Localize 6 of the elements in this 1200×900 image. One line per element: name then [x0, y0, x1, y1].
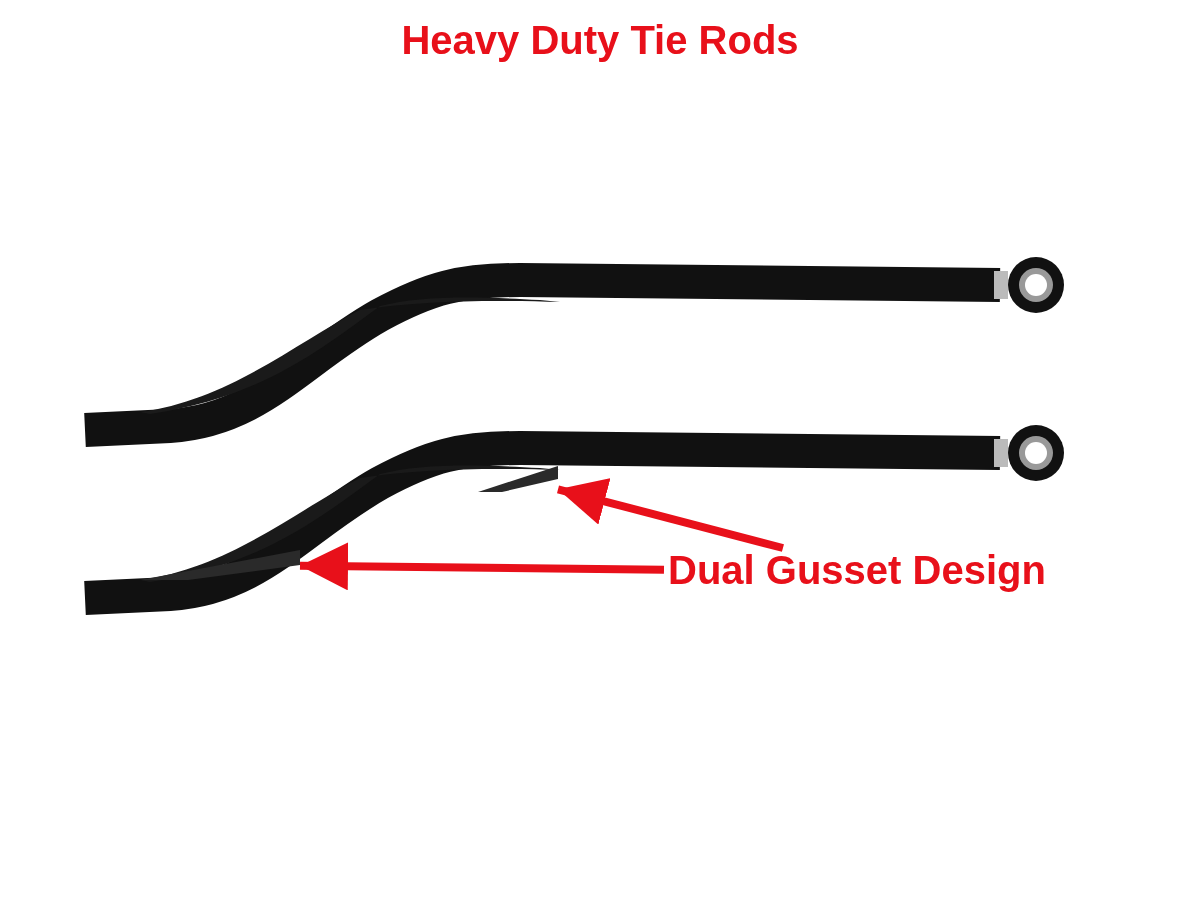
gusset-plate [140, 550, 300, 580]
arrow [556, 478, 784, 552]
arrow [299, 542, 665, 591]
gusset-plate [478, 466, 558, 492]
title: Heavy Duty Tie Rods [401, 18, 799, 62]
callout-text: Dual Gusset Design [668, 548, 1093, 596]
